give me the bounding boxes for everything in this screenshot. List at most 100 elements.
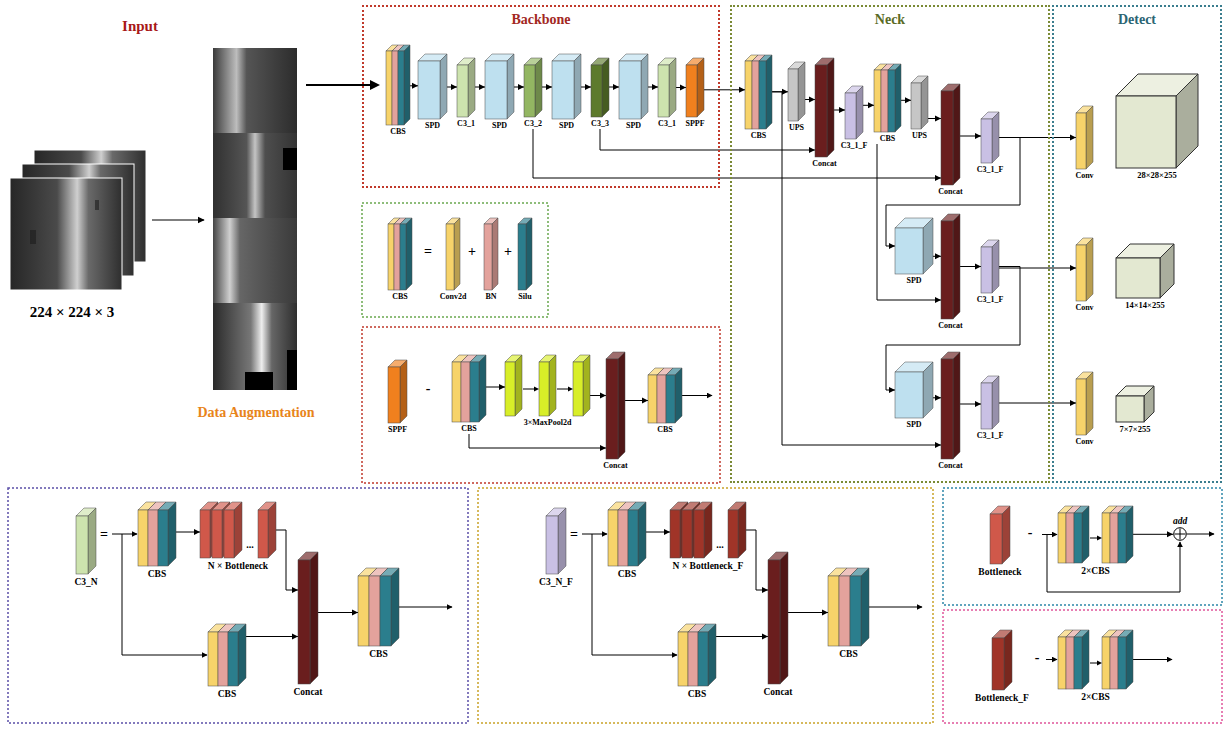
- mosaic-image: [287, 350, 297, 390]
- arrowhead: [975, 264, 981, 270]
- block-shape: [388, 360, 407, 423]
- bn-block: BN: [484, 218, 498, 302]
- block-label: C3_1_F: [977, 165, 1004, 175]
- shape-part: [1086, 372, 1093, 435]
- shape-part: [400, 224, 406, 290]
- connector: [447, 84, 457, 90]
- shape-part: [874, 70, 881, 132]
- block-shape: [1058, 506, 1133, 563]
- block-label: SPPF: [388, 425, 407, 435]
- shape-part: [535, 58, 542, 117]
- shape-part: [1076, 113, 1086, 169]
- flow-line: [869, 607, 922, 608]
- block-shape: [418, 54, 447, 119]
- shape-part: [392, 51, 398, 125]
- bottleneck-stack: N × Bottleneck: [200, 502, 276, 572]
- shape-part: [258, 510, 268, 558]
- concat-block: Concat: [941, 352, 960, 471]
- spd-block: SPD: [552, 54, 581, 131]
- shape-part: [618, 510, 628, 566]
- shape-part: [168, 502, 176, 566]
- shape-part: [682, 510, 692, 558]
- cbs-block: CBS: [745, 55, 772, 141]
- flow-arrowhead: [568, 387, 573, 392]
- arrowhead: [822, 610, 828, 616]
- block-shape: [1076, 372, 1093, 435]
- connector: [928, 116, 941, 122]
- block-shape: [446, 218, 460, 290]
- shape-part: [845, 93, 856, 139]
- section-frame: [943, 488, 1222, 605]
- connector: [514, 84, 524, 90]
- conv2d-block: Conv2d: [446, 218, 460, 302]
- shape-part: [759, 61, 766, 129]
- neck-frame: NeckCBSUPSConcatC3_1_FCBSUPSConcatC3_1_F…: [730, 5, 1050, 483]
- connector: [581, 84, 591, 90]
- mosaic-image: [283, 148, 297, 170]
- shape-part: [218, 632, 228, 686]
- shape-part: [454, 218, 460, 290]
- shape-part: [380, 576, 391, 646]
- shape-part: [752, 55, 758, 129]
- shape-part: [583, 355, 590, 416]
- shape-part: [505, 362, 515, 416]
- block-shape: [208, 624, 246, 686]
- shape-part: [861, 568, 869, 646]
- block-shape: [658, 58, 676, 117]
- shape-part: [524, 65, 535, 117]
- block-shape: [941, 214, 960, 319]
- shape-part: [992, 376, 999, 429]
- page-label: =: [100, 526, 108, 544]
- page-label: -: [426, 380, 431, 398]
- shape-part: [881, 70, 888, 132]
- shape-part: [400, 360, 407, 423]
- arrowhead: [935, 395, 941, 401]
- arrowhead: [613, 84, 619, 90]
- connector: [772, 92, 941, 448]
- flow-arrow: [152, 219, 204, 220]
- block-shape: [485, 54, 514, 119]
- shape-part: [921, 76, 928, 129]
- block-label: CBS: [688, 688, 706, 700]
- concat-block: Concat: [941, 84, 960, 197]
- shape-part: [941, 91, 953, 185]
- mosaic-image: [213, 218, 297, 303]
- spd-block: SPD: [895, 218, 933, 286]
- block-shape: [981, 240, 999, 293]
- connector: [469, 434, 606, 451]
- shape-part: [358, 576, 369, 646]
- arrowhead: [935, 116, 941, 122]
- arrowhead: [905, 97, 911, 103]
- shape-part: [388, 224, 394, 290]
- c3f-block: C3_1_F: [981, 112, 999, 175]
- shape-part: [1102, 637, 1110, 689]
- arrowhead: [935, 297, 941, 303]
- mosaic-image: [213, 303, 297, 390]
- shape-part: [485, 61, 507, 119]
- connector-line: [600, 129, 815, 150]
- block-label: BN: [485, 292, 496, 302]
- connector: [746, 530, 768, 593]
- block-label: CBS: [218, 688, 236, 700]
- shape-part: [981, 247, 992, 293]
- connector: [704, 87, 745, 93]
- c3f-block: C3_N_F: [546, 508, 566, 588]
- connector-line: [999, 268, 1076, 269]
- section-frame: [478, 488, 933, 723]
- block-label: Concat: [763, 686, 792, 698]
- block-label: Conv: [1075, 303, 1093, 313]
- block-shape: [1058, 630, 1133, 689]
- shape-part: [1076, 379, 1086, 435]
- block-label: Conv: [1075, 171, 1093, 181]
- shape-part: [1086, 238, 1093, 301]
- block-shape: [200, 502, 276, 558]
- shape-part: [392, 45, 398, 125]
- flow-arrow: [306, 84, 370, 86]
- input-images: [10, 178, 122, 290]
- connector: [533, 129, 941, 181]
- shape-part: [780, 552, 788, 684]
- block-label: C3_1_F: [841, 141, 868, 151]
- shape-part: [1102, 513, 1110, 563]
- block-shape: [895, 218, 933, 274]
- block-label: SPD: [559, 121, 574, 131]
